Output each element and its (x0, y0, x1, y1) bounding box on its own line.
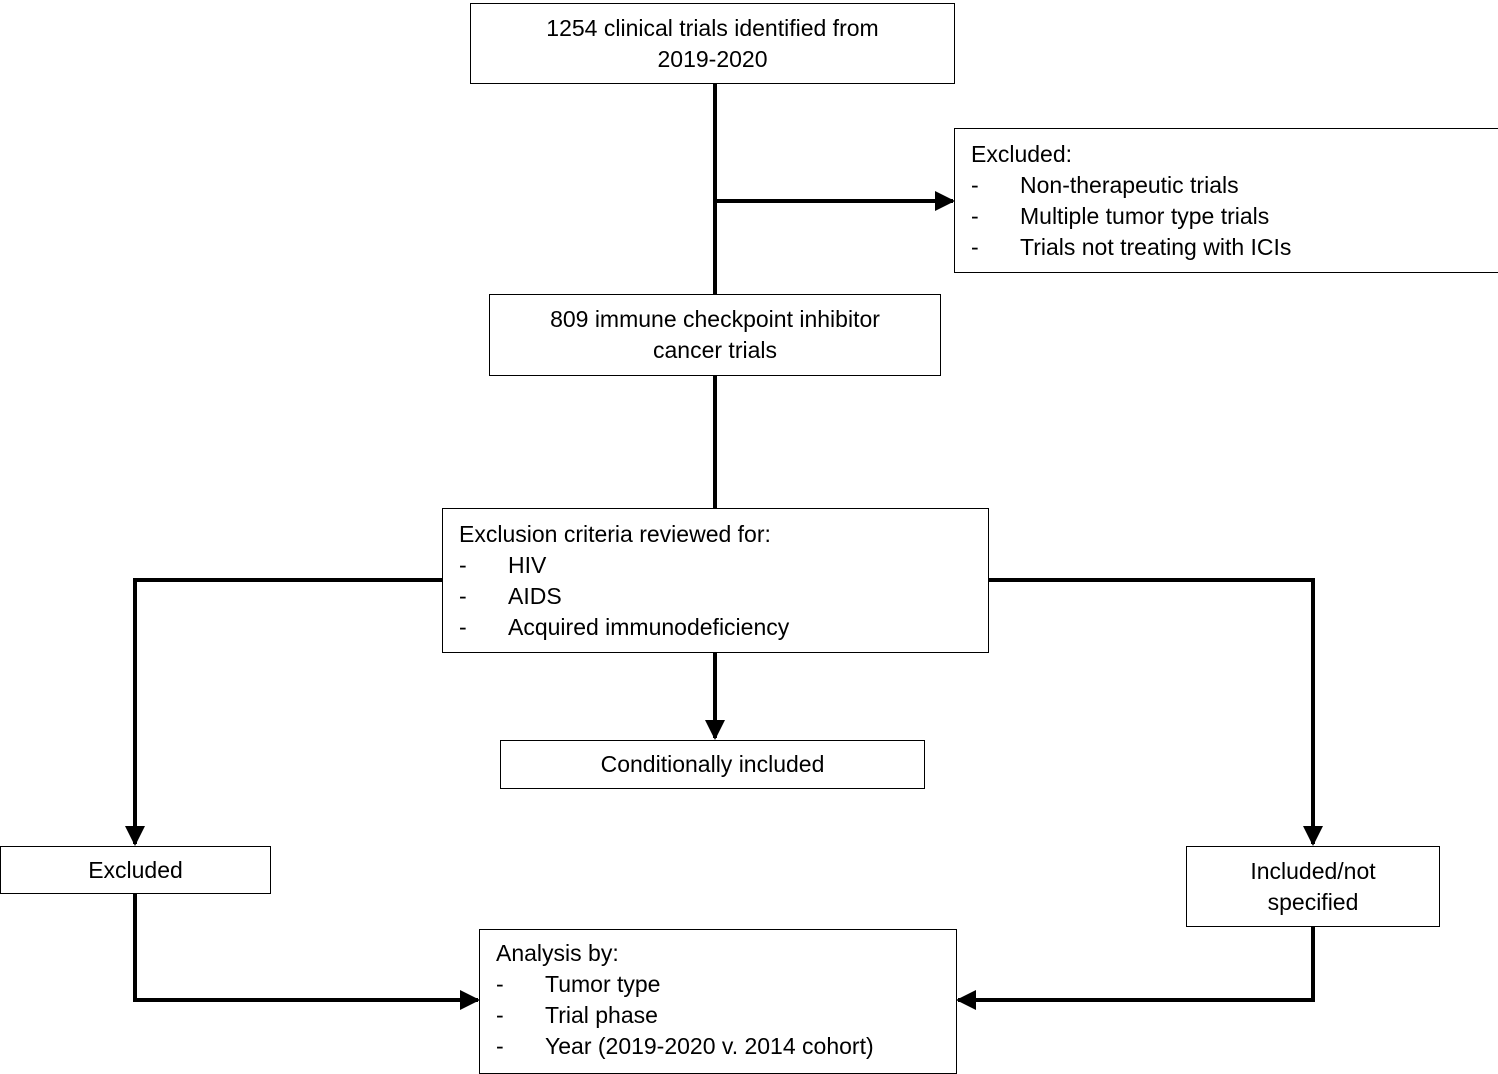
exclusion-review-item-label: AIDS (508, 583, 562, 609)
ici-trials-box: 809 immune checkpoint inhibitor cancer t… (489, 294, 941, 376)
excluded-first-heading: Excluded: (971, 141, 1073, 167)
excluded-first-item: - Non-therapeutic trials (971, 170, 1498, 201)
included-line-2: specified (1267, 888, 1359, 915)
conditionally-included-box: Conditionally included (500, 740, 925, 789)
conditionally-included-label: Conditionally included (600, 751, 825, 777)
analysis-item: - Trial phase (496, 1000, 956, 1031)
analysis-item-label: Trial phase (545, 1002, 658, 1028)
included-not-specified-box: Included/not specified (1186, 846, 1440, 927)
excluded-first-item: - Trials not treating with ICIs (971, 232, 1498, 263)
ici-trials-line-2: cancer trials (653, 337, 777, 363)
excluded-second-label: Excluded (88, 856, 183, 883)
included-line-1: Included/not (1250, 857, 1376, 884)
identified-trials-box: 1254 clinical trials identified from 201… (470, 3, 955, 84)
exclusion-review-item-label: HIV (508, 552, 547, 578)
exclusion-review-item: - AIDS (459, 581, 988, 612)
excluded-first-item-label: Non-therapeutic trials (1020, 172, 1239, 198)
analysis-item: - Year (2019-2020 v. 2014 cohort) (496, 1031, 956, 1062)
analysis-item-label: Year (2019-2020 v. 2014 cohort) (545, 1033, 874, 1059)
bullet-dash: - (971, 203, 979, 229)
analysis-item-label: Tumor type (545, 971, 661, 997)
exclusion-review-item: - HIV (459, 550, 988, 581)
excluded-first-box: Excluded: - Non-therapeutic trials - Multi… (954, 128, 1498, 273)
bullet-dash: - (971, 234, 979, 260)
exclusion-review-heading: Exclusion criteria reviewed for: (459, 521, 771, 547)
excluded-first-item-label: Trials not treating with ICIs (1020, 234, 1292, 260)
bullet-dash: - (459, 552, 467, 578)
exclusion-review-item-label: Acquired immunodeficiency (508, 614, 790, 640)
bullet-dash: - (496, 971, 504, 997)
excluded-first-item-label: Multiple tumor type trials (1020, 203, 1270, 229)
arrow-to-included-not-specified (988, 578, 1323, 846)
identified-line-2: 2019-2020 (657, 45, 768, 72)
exclusion-review-item: - Acquired immunodeficiency (459, 612, 988, 643)
arrow-included-to-analysis (956, 926, 1315, 1010)
exclusion-review-box: Exclusion criteria reviewed for: - HIV - A… (442, 508, 989, 653)
excluded-first-item: - Multiple tumor type trials (971, 201, 1498, 232)
bullet-dash: - (496, 1002, 504, 1028)
excluded-second-box: Excluded (0, 846, 271, 894)
arrow-to-excluded-second (125, 578, 443, 846)
bullet-dash: - (496, 1033, 504, 1059)
bullet-dash: - (459, 583, 467, 609)
analysis-box: Analysis by: - Tumor type - Trial phase - Y… (479, 929, 957, 1074)
bullet-dash: - (971, 172, 979, 198)
identified-line-1: 1254 clinical trials identified from (546, 14, 879, 41)
analysis-item: - Tumor type (496, 969, 956, 1000)
arrow-excluded-to-analysis (133, 893, 480, 1010)
analysis-heading: Analysis by: (496, 940, 619, 966)
bullet-dash: - (459, 614, 467, 640)
ici-trials-line-1: 809 immune checkpoint inhibitor (550, 306, 880, 332)
